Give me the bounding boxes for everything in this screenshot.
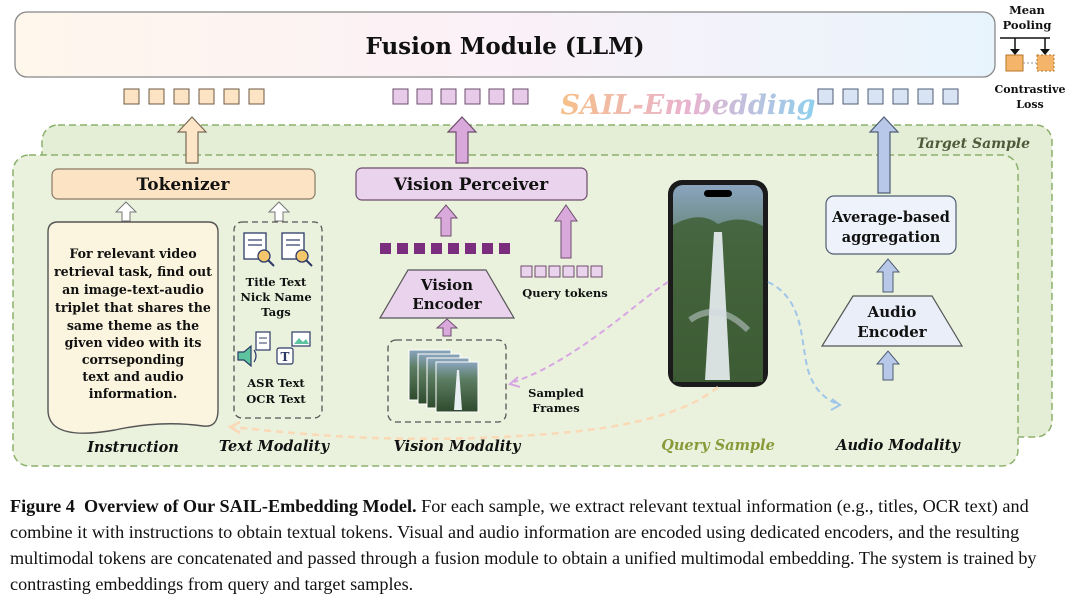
architecture-diagram: Target Sample Fusion Module (LLM) Mean P… bbox=[12, 3, 1066, 467]
svg-text:given video with its: given video with its bbox=[65, 335, 202, 350]
query-sample-label: Query Sample bbox=[661, 437, 775, 454]
contrastive-loss-label-1: Contrastive bbox=[995, 83, 1066, 96]
instruction-scroll bbox=[47, 221, 219, 434]
instruction-label: Instruction bbox=[86, 439, 179, 456]
query-video-phone bbox=[668, 180, 768, 387]
audio-waveform-icon bbox=[841, 386, 938, 422]
phone-to-text-flow bbox=[233, 386, 719, 441]
vision-perceiver-box bbox=[355, 167, 588, 201]
sampled-frames-box bbox=[387, 339, 507, 423]
fusion-module-label: Fusion Module (LLM) bbox=[366, 33, 645, 60]
text-modality-label: Text Modality bbox=[219, 438, 331, 455]
vision-token-row bbox=[392, 88, 529, 105]
aggregation-label-2: aggregation bbox=[842, 229, 941, 246]
audio-token-row bbox=[817, 88, 959, 105]
vision-encoder-label-1: Vision bbox=[420, 276, 473, 294]
query-to-perceiver-arrow bbox=[554, 204, 578, 259]
vision-feature-tokens bbox=[380, 243, 510, 254]
audio-encoder-label-2: Encoder bbox=[857, 323, 928, 341]
fusion-module-box bbox=[14, 11, 996, 78]
instruction-text: For relevant video retrieval task, find … bbox=[54, 246, 212, 401]
document-search-icon bbox=[243, 232, 275, 267]
document-search-icon bbox=[281, 232, 313, 267]
sampled-frames-label-2: Frames bbox=[532, 401, 579, 415]
sampled-frames-stack bbox=[408, 349, 479, 413]
audio-modality-label: Audio Modality bbox=[834, 437, 961, 454]
vision-to-perceiver-arrow bbox=[433, 204, 459, 237]
audio-encoder-label-1: Audio bbox=[867, 303, 917, 321]
svg-text:same theme as the: same theme as the bbox=[67, 318, 199, 333]
texttypes-up-arrow bbox=[267, 201, 291, 222]
svg-text:information.: information. bbox=[89, 386, 177, 401]
vision-encoder-trapezoid bbox=[378, 269, 516, 319]
wave-to-encoder-arrow bbox=[875, 350, 901, 381]
instruction-up-arrow bbox=[114, 201, 138, 222]
text-type-nickname: Nick Name bbox=[240, 290, 311, 304]
svg-text:T: T bbox=[281, 350, 290, 364]
audio-encoder-trapezoid bbox=[820, 295, 964, 347]
tokenizer-label: Tokenizer bbox=[137, 175, 231, 195]
svg-text:an image-text-audio: an image-text-audio bbox=[62, 282, 204, 297]
text-types-box bbox=[233, 221, 323, 419]
audio-to-token-arrow bbox=[868, 116, 900, 194]
mean-pooling-label-1: Mean bbox=[1009, 3, 1045, 17]
text-type-ocr: OCR Text bbox=[246, 392, 306, 406]
frames-to-encoder-arrow bbox=[435, 318, 459, 337]
phone-to-audio-flow bbox=[767, 281, 839, 405]
figure-number: Figure 4 bbox=[10, 496, 75, 516]
figure-caption: Figure 4 Overview of Our SAIL-Embedding … bbox=[10, 493, 1072, 597]
vision-to-token-arrow bbox=[446, 116, 478, 164]
vision-perceiver-label: Vision Perceiver bbox=[393, 175, 549, 195]
sampled-frames-label-1: Sampled bbox=[528, 386, 584, 400]
query-tokens bbox=[520, 265, 603, 278]
speech-to-text-icon bbox=[237, 331, 271, 368]
svg-text:text and audio: text and audio bbox=[82, 369, 183, 384]
svg-text:corrseponding: corrseponding bbox=[82, 352, 185, 367]
pooled-embedding-audio bbox=[1036, 54, 1055, 72]
tokenizer-box bbox=[51, 168, 316, 200]
text-type-tags: Tags bbox=[261, 305, 290, 319]
aggregation-box bbox=[825, 195, 957, 255]
aggregation-label-1: Average-based bbox=[831, 209, 950, 226]
figure-caption-body: For each sample, we extract relevant tex… bbox=[10, 496, 1037, 594]
mean-pooling-label-2: Pooling bbox=[1003, 18, 1052, 32]
text-type-title: Title Text bbox=[246, 275, 307, 289]
encoder-to-aggregation-arrow bbox=[875, 258, 901, 293]
image-to-text-icon: T bbox=[276, 331, 311, 365]
vision-encoder-label-2: Encoder bbox=[412, 295, 483, 313]
pooled-embedding-text-vision bbox=[1005, 54, 1024, 72]
query-tokens-label: Query tokens bbox=[522, 286, 608, 300]
text-to-token-arrow bbox=[176, 116, 208, 164]
figure-title: Overview of Our SAIL-Embedding Model. bbox=[83, 496, 417, 516]
mean-pooling-group: Mean Pooling Contrastive Loss bbox=[995, 3, 1066, 111]
svg-text:For relevant video: For relevant video bbox=[69, 246, 196, 261]
brand-title: SAIL-Embedding bbox=[561, 90, 816, 121]
contrastive-loss-label-2: Loss bbox=[1016, 98, 1043, 111]
vision-modality-label: Vision Modality bbox=[394, 438, 522, 455]
target-sample-label: Target Sample bbox=[916, 136, 1030, 152]
text-type-asr: ASR Text bbox=[246, 376, 305, 390]
svg-text:retrieval task, find out: retrieval task, find out bbox=[54, 264, 212, 279]
text-token-row bbox=[123, 88, 265, 105]
svg-text:triplet that shares the: triplet that shares the bbox=[55, 300, 211, 315]
